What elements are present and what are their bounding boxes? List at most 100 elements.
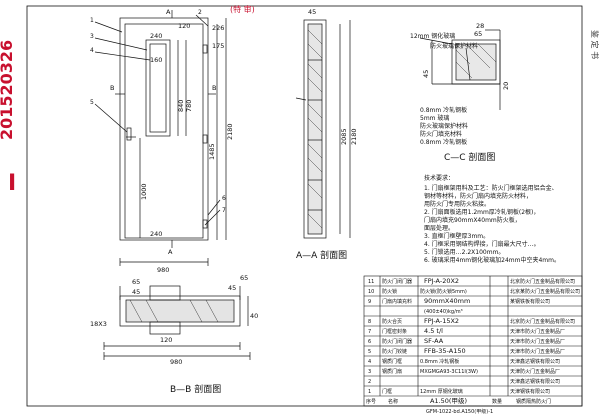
dim-20-cc: 20 bbox=[502, 82, 510, 90]
bom-footer-model: A1.50(甲级) bbox=[430, 396, 467, 405]
bom-no: 6 bbox=[368, 339, 371, 345]
bom-name: 钢质门框 bbox=[382, 358, 402, 365]
callout-3: 3 bbox=[90, 33, 94, 40]
caption-aa: A—A 剖面图 bbox=[296, 249, 347, 261]
dim-45-aa: 45 bbox=[308, 8, 316, 16]
bom-no: 9 bbox=[368, 299, 371, 305]
dim-45-bb-left: 45 bbox=[132, 288, 140, 296]
bom-spec: 防火锁(防火锁5mm) bbox=[420, 288, 467, 295]
bom-header-no: 序号 bbox=[366, 398, 376, 405]
bom-name: 钢质门扇 bbox=[382, 368, 402, 375]
dim-65-bb-left: 65 bbox=[132, 278, 140, 286]
cc-note-2: 0.8mm 冷轧钢板 bbox=[420, 106, 467, 114]
tech-note-line-8: 4. 门框采用钢结构焊接，门扇最大尺寸…。 bbox=[424, 240, 540, 248]
tech-note-line-3: 用防火门专用防火粘接。 bbox=[424, 200, 490, 208]
bom-no: 2 bbox=[368, 379, 371, 385]
cc-note-6: 0.8mm 冷轧钢板 bbox=[420, 138, 467, 146]
section-cc-labels: 12mm 钢化玻璃 65 28 45 20 防火玻璃保护材料 0.8mm 冷轧钢… bbox=[410, 22, 510, 163]
dim-45-bb-right: 45 bbox=[228, 284, 236, 292]
dim-226: 226 bbox=[212, 24, 224, 32]
dim-2085-aa: 2085 bbox=[340, 128, 348, 145]
bom-no: 10 bbox=[368, 289, 374, 295]
tech-notes: 技术要求： 1. 门扇框架用料及工艺：防火门框架选用铝合金、 钢材等材料，防火门… bbox=[424, 174, 560, 264]
dim-160: 160 bbox=[150, 56, 162, 64]
bom-footer-title: 钢质隔热防火门 bbox=[516, 398, 551, 405]
front-view-labels: A B B A 1 2 3 4 5 6 7 240 120 160 226 17… bbox=[90, 8, 234, 274]
bom-spec: FPJ-A-15X2 bbox=[424, 317, 459, 325]
tech-notes-title: 技术要求： bbox=[424, 174, 454, 182]
stamp-mark: I bbox=[8, 171, 16, 196]
callout-6: 6 bbox=[222, 195, 226, 202]
bom-name: 门框 bbox=[382, 388, 392, 395]
dim-18x3: 18X3 bbox=[90, 320, 107, 328]
callout-4: 4 bbox=[90, 47, 94, 54]
section-bb bbox=[103, 285, 251, 360]
bom-name: 门框密封条 bbox=[382, 328, 407, 335]
section-cc bbox=[419, 29, 501, 110]
top-stamp: (特 审) bbox=[230, 4, 255, 14]
bom-spec: 0.8mm 冷轧钢板 bbox=[420, 358, 459, 365]
door-frame bbox=[119, 17, 209, 241]
dim-175: 175 bbox=[212, 42, 224, 50]
callout-1: 1 bbox=[90, 17, 94, 24]
bom-no: 3 bbox=[368, 369, 371, 375]
bom-spec: FFB-35-A150 bbox=[424, 347, 466, 355]
callout-5: 5 bbox=[90, 99, 94, 106]
glass-window bbox=[145, 39, 171, 137]
dim-980-bb: 980 bbox=[170, 358, 182, 366]
tech-note-line-9: 5. 门锁选用…2.2X100mm。 bbox=[424, 248, 504, 256]
dim-240-top: 240 bbox=[150, 32, 162, 40]
right-marks: 鉴 定 书 bbox=[590, 30, 600, 59]
dim-120-bb: 120 bbox=[160, 336, 172, 344]
bom-maker: 天津防火门五金制品厂 bbox=[510, 368, 560, 375]
bom-footer-code: GFM-1022-bd.A150(甲级)-1 bbox=[426, 408, 493, 415]
bom-spec: 4.5 t/l bbox=[424, 327, 443, 335]
dim-980-front: 980 bbox=[157, 266, 169, 274]
tech-note-line-4: 2. 门扇面板选用1.2mm厚冷轧钢板(2根)， bbox=[424, 208, 539, 216]
bom-maker: 北京防火门五金制品有限公司 bbox=[510, 278, 575, 285]
dim-840: 840 bbox=[177, 100, 185, 112]
section-aa bbox=[295, 19, 351, 239]
caption-bb: B—B 剖面图 bbox=[170, 383, 221, 395]
cc-note-5: 防火门填充材料 bbox=[420, 130, 462, 138]
dim-1485: 1485 bbox=[208, 143, 216, 160]
bom-name: 防火门铰链 bbox=[382, 348, 407, 355]
bom-spec: MXGMGA93-3C11I(3W) bbox=[420, 369, 478, 375]
door-leaf bbox=[124, 23, 204, 239]
dim-2180-aa: 2180 bbox=[350, 128, 358, 145]
caption-cc: C—C 剖面图 bbox=[444, 151, 495, 163]
callout-2: 2 bbox=[198, 9, 202, 16]
dim-65-bb-right: 65 bbox=[240, 274, 248, 282]
bom-spec: FPJ-A-20X2 bbox=[424, 277, 459, 285]
bom-spec: SF-AA bbox=[424, 337, 444, 345]
cc-note-4: 防火玻璃保护材料 bbox=[420, 122, 468, 130]
dim-65-cc: 65 bbox=[474, 30, 482, 38]
callout-7: 7 bbox=[222, 207, 226, 214]
bom-spec: 12mm 厚钢化玻璃 bbox=[420, 388, 463, 395]
bom-header-qty: 数量 bbox=[492, 398, 502, 405]
cc-note-3: 5mm 玻璃 bbox=[420, 114, 449, 122]
dim-120: 120 bbox=[178, 22, 190, 30]
tech-note-line-7: 3. 直框门框壁厚3mm。 bbox=[424, 232, 489, 240]
bom-name: 防火门闭门器 bbox=[382, 278, 412, 285]
tech-note-line-6: 面层处理。 bbox=[424, 224, 454, 232]
cc-note-1: 防火玻璃保护材料 bbox=[430, 42, 478, 50]
section-mark-a-top: A bbox=[166, 8, 171, 16]
bom-name: 门扇内填充料 bbox=[382, 298, 412, 305]
door-handle bbox=[126, 127, 132, 141]
bom-table bbox=[363, 275, 583, 407]
bom-maker: 天津钢铁有限公司 bbox=[510, 388, 550, 395]
dim-240-bottom: 240 bbox=[150, 230, 162, 238]
tech-note-line-1: 1. 门扇框架用料及工艺：防火门框架选用铝合金、 bbox=[424, 184, 558, 192]
section-aa-labels: 45 2085 2180 A—A 剖面图 bbox=[296, 8, 358, 261]
stamp-number: 201520326 bbox=[0, 40, 16, 140]
tech-note-line-10: 6. 玻璃采用4mm钢化玻璃加24mm中空夹4mm。 bbox=[424, 256, 560, 264]
bom-maker: 天津鑫达钢铁有限公司 bbox=[510, 378, 560, 385]
bom-name: 防火门闭门器 bbox=[382, 338, 412, 345]
bom-header-name: 名称 bbox=[388, 398, 398, 405]
dim-2180: 2180 bbox=[226, 123, 234, 140]
bom-maker: 北京防火门五金制品有限公司 bbox=[510, 318, 575, 325]
dim-1000: 1000 bbox=[140, 183, 148, 200]
bom-no: 1 bbox=[368, 389, 371, 395]
